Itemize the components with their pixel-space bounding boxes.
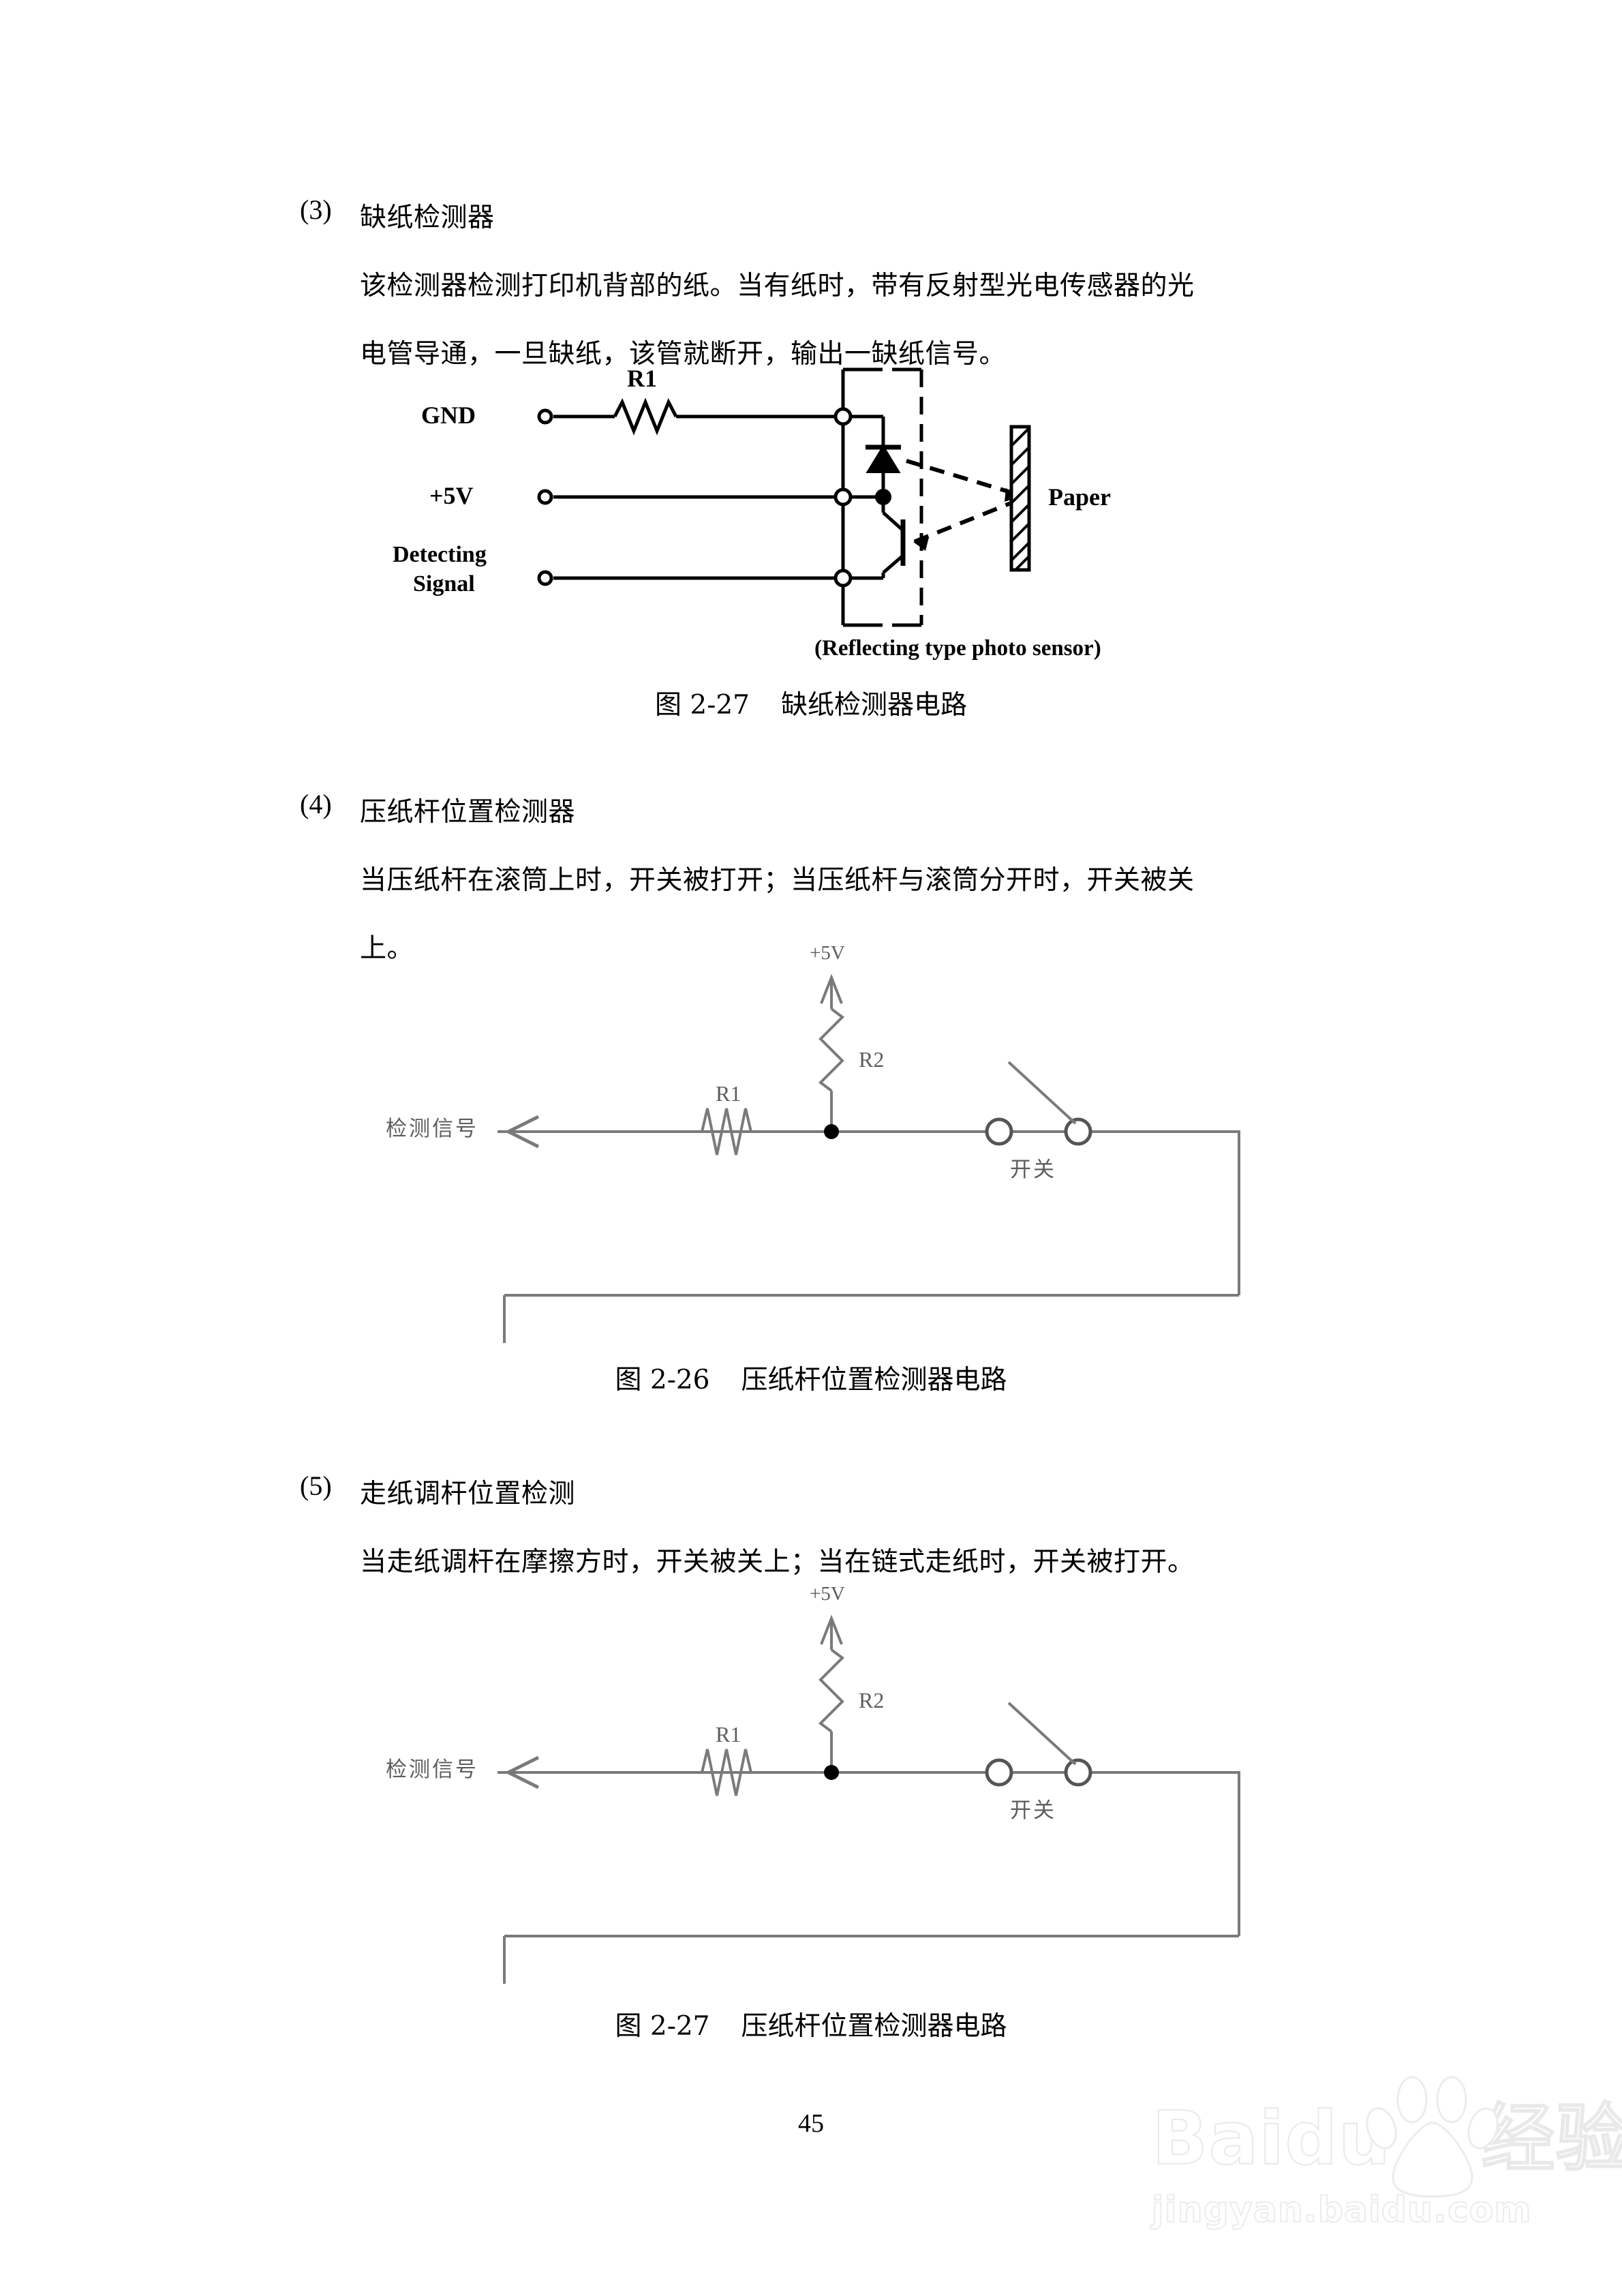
section-3-line-1: 该检测器检测打印机背部的纸。当有纸时，带有反射型光电传感器的光 — [360, 271, 1195, 301]
caption-number: 图 2-26 — [615, 1365, 710, 1395]
figure-bail-lever-labels: 检测信号 +5V R1 R2 开关 — [382, 942, 1295, 1343]
section-3-heading: 缺纸检测器 — [360, 202, 495, 233]
section-5-number: (5) — [300, 1470, 332, 1501]
label-r1: R1 — [627, 365, 657, 392]
label-detecting-signal-line1: Detecting — [393, 542, 487, 567]
caption-title: 压纸杆位置检测器电路 — [741, 1365, 1007, 1395]
section-4-line-1: 当压纸杆在滚筒上时，开关被打开；当压纸杆与滚筒分开时，开关被关 — [360, 865, 1195, 896]
section-3-body: 缺纸检测器 该检测器检测打印机背部的纸。当有纸时，带有反射型光电传感器的光 电管… — [360, 196, 1195, 371]
label-r1: R1 — [716, 1081, 741, 1106]
baidu-paw-icon — [1366, 2076, 1499, 2198]
label-detecting-signal-cn: 检测信号 — [386, 1757, 478, 1782]
section-5: (5) 走纸调杆位置检测 当走纸调杆在摩擦方时，开关被关上；当在链式走纸时，开关… — [300, 1472, 1195, 1579]
label-supply-5v: +5V — [810, 942, 845, 964]
label-supply-5v: +5V — [810, 1583, 845, 1605]
label-plus-5v: +5V — [429, 482, 474, 509]
section-4-line-2: 上。 — [360, 933, 414, 964]
figure-bail-lever-detector-circuit — [382, 948, 1295, 1343]
section-4-paragraph: 当压纸杆在滚筒上时，开关被打开；当压纸杆与滚筒分开时，开关被关 上。 — [360, 859, 1195, 965]
section-4: (4) 压纸杆位置检测器 当压纸杆在滚筒上时，开关被打开；当压纸杆与滚筒分开时，… — [300, 791, 1195, 965]
section-5-heading: 走纸调杆位置检测 — [360, 1479, 576, 1509]
label-gnd: GND — [421, 402, 476, 429]
section-5-paragraph: 当走纸调杆在摩擦方时，开关被关上；当在链式走纸时，开关被打开。 — [360, 1541, 1195, 1579]
watermark-url: jingyan.baidu.com — [1151, 2189, 1532, 2231]
figure-feed-lever-labels: 检测信号 +5V R1 R2 开关 — [382, 1583, 1295, 1984]
section-4-heading: 压纸杆位置检测器 — [360, 797, 576, 828]
caption-number: 图 2-27 — [615, 2011, 710, 2042]
section-4-number: (4) — [300, 789, 332, 819]
figure-paper-end-labels: GND +5V Detecting Signal R1 Paper (Refle… — [393, 361, 1118, 682]
figure-caption-2-27-feed-lever: 图 2-27 压纸杆位置检测器电路 — [0, 2005, 1622, 2043]
section-3: (3) 缺纸检测器 该检测器检测打印机背部的纸。当有纸时，带有反射型光电传感器的… — [300, 196, 1195, 371]
label-paper: Paper — [1048, 483, 1111, 511]
label-r2: R2 — [859, 1688, 885, 1712]
label-r1: R1 — [716, 1722, 741, 1747]
label-switch-cn: 开关 — [1010, 1798, 1056, 1823]
figure-caption-2-27-paper-end: 图 2-27 缺纸检测器电路 — [0, 684, 1622, 722]
page-number: 45 — [798, 2109, 824, 2138]
figure-caption-2-26-bail-lever: 图 2-26 压纸杆位置检测器电路 — [0, 1359, 1622, 1397]
caption-title: 压纸杆位置检测器电路 — [741, 2011, 1007, 2042]
label-switch-cn: 开关 — [1010, 1158, 1056, 1182]
section-5-body: 走纸调杆位置检测 当走纸调杆在摩擦方时，开关被关上；当在链式走纸时，开关被打开。 — [360, 1472, 1195, 1579]
caption-number: 图 2-27 — [654, 690, 750, 721]
section-3-paragraph: 该检测器检测打印机背部的纸。当有纸时，带有反射型光电传感器的光 电管导通，一旦缺… — [360, 265, 1195, 371]
section-3-number: (3) — [300, 194, 332, 225]
label-r2: R2 — [859, 1047, 885, 1072]
section-4-body: 压纸杆位置检测器 当压纸杆在滚筒上时，开关被打开；当压纸杆与滚筒分开时，开关被关… — [360, 791, 1195, 965]
label-reflecting-type-photo-sensor: (Reflecting type photo sensor) — [814, 636, 1101, 661]
figure-feed-lever-detector-circuit — [382, 1588, 1295, 1984]
label-detecting-signal-cn: 检测信号 — [386, 1117, 478, 1141]
section-5-line-1: 当走纸调杆在摩擦方时，开关被关上；当在链式走纸时，开关被打开。 — [360, 1547, 1195, 1577]
section-3-line-2: 电管导通，一旦缺纸，该管就断开，输出一缺纸信号。 — [360, 339, 1007, 369]
label-detecting-signal-line2: Signal — [413, 571, 475, 596]
figure-paper-end-detector-circuit — [504, 361, 1118, 648]
caption-title: 缺纸检测器电路 — [781, 690, 968, 721]
